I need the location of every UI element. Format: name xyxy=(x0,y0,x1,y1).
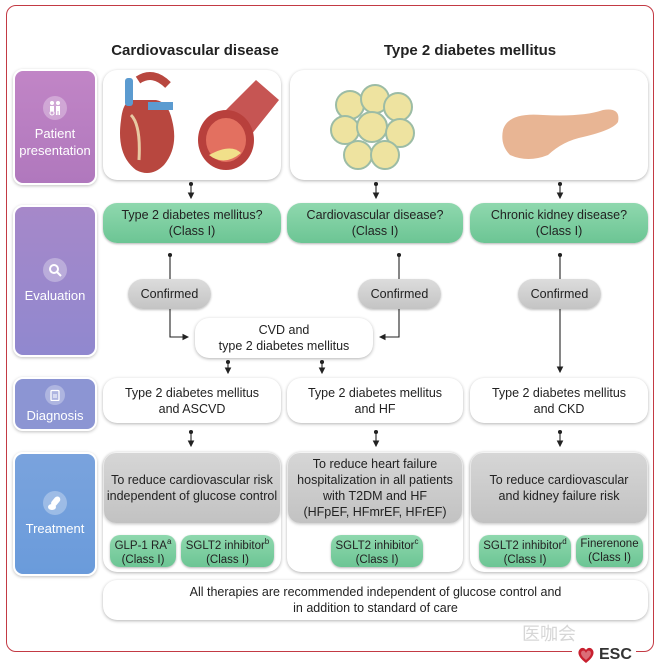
combined-cvd-t2dm-box: CVD and type 2 diabetes mellitus xyxy=(195,318,373,358)
therapy-name: Finerenone xyxy=(580,538,639,550)
combined-text: CVD and xyxy=(258,323,310,337)
recommendation-class: (Class I) xyxy=(588,552,631,564)
watermark: 医咖会 xyxy=(522,624,576,644)
goal-text: and kidney failure risk xyxy=(498,489,620,503)
goal-text: To reduce cardiovascular risk xyxy=(111,473,273,487)
goal-text: To reduce heart failure xyxy=(312,457,438,471)
question-text: Chronic kidney disease? xyxy=(490,208,628,222)
diagnosis-text: Type 2 diabetes mellitus xyxy=(124,385,260,400)
stage-label: Treatment xyxy=(25,521,85,536)
stage-label: Diagnosis xyxy=(26,407,84,423)
recommendation-class: (Class I) xyxy=(206,553,249,566)
evaluation-question-ckd: Chronic kidney disease? (Class I) xyxy=(470,203,648,243)
therapy-name: GLP-1 RAa xyxy=(114,537,172,552)
arrow-diagnosis-to-treatment-3 xyxy=(556,429,564,448)
arrow-presentation-to-eval-1 xyxy=(187,181,195,200)
goal-text: (HFpEF, HFmrEF, HFrEF) xyxy=(303,505,447,519)
stage-label: presentation xyxy=(19,142,91,158)
diagnosis-t2dm-hf: Type 2 diabetes mellitus and HF xyxy=(287,378,463,423)
stage-evaluation: Evaluation xyxy=(13,205,97,357)
esc-heart-icon xyxy=(578,647,594,663)
goal-text: hospitalization in all patients xyxy=(297,473,453,487)
diagnosis-text: and CKD xyxy=(533,401,585,416)
goal-text: with T2DM and HF xyxy=(323,489,427,503)
connector-cvd-confirmed xyxy=(378,252,402,341)
column-title-t2dm: Type 2 diabetes mellitus xyxy=(383,42,557,59)
connector-ckd-confirmed xyxy=(556,252,564,374)
diagnosis-text: Type 2 diabetes mellitus xyxy=(307,385,443,400)
t2dm-illustration-card xyxy=(290,70,648,180)
esc-logo: ESC xyxy=(572,645,636,665)
heart-illustration-icon xyxy=(120,72,175,174)
footer-text: All therapies are recommended independen… xyxy=(189,585,562,599)
arrow-diagnosis-to-treatment-1 xyxy=(187,429,195,448)
therapy-name: SGLT2 inhibitorb xyxy=(185,537,270,552)
footer-text: in addition to standard of care xyxy=(293,601,458,615)
confirmed-pill-ckd: Confirmed xyxy=(518,279,601,309)
footer-note: All therapies are recommended independen… xyxy=(103,580,648,620)
patient-caregiver-icon xyxy=(43,95,67,120)
treatment-goal-hf: To reduce heart failure hospitalization … xyxy=(288,453,462,523)
arrow-presentation-to-eval-2 xyxy=(372,181,380,200)
confirmed-pill-t2dm: Confirmed xyxy=(128,279,211,309)
stage-diagnosis: Diagnosis xyxy=(13,377,97,431)
diagnosis-text: Type 2 diabetes mellitus xyxy=(491,385,627,400)
arrow-combined-to-ascvd xyxy=(224,359,232,375)
stage-label: Patient xyxy=(34,125,76,141)
diagnosis-t2dm-ascvd: Type 2 diabetes mellitus and ASCVD xyxy=(103,378,281,423)
goal-text: To reduce cardiovascular xyxy=(489,473,629,487)
recommendation-class: (Class I) xyxy=(168,224,216,238)
therapy-name: SGLT2 inhibitord xyxy=(483,537,567,552)
therapy-finerenone: Finerenone (Class I) xyxy=(576,535,643,567)
therapy-sglt2-ckd: SGLT2 inhibitord (Class I) xyxy=(479,535,571,567)
adipocyte-cells-icon xyxy=(330,84,415,170)
goal-text: independent of glucose control xyxy=(106,489,278,503)
recommendation-class: (Class I) xyxy=(535,224,583,238)
pills-icon xyxy=(43,491,67,515)
esc-logo-text: ESC xyxy=(599,646,632,663)
stage-treatment: Treatment xyxy=(13,452,97,576)
therapy-name: SGLT2 inhibitorc xyxy=(335,537,419,552)
connector-t2dm-confirmed xyxy=(167,252,190,341)
question-text: Cardiovascular disease? xyxy=(306,208,444,222)
column-title-cvd: Cardiovascular disease xyxy=(111,42,279,59)
arrow-diagnosis-to-treatment-2 xyxy=(372,429,380,448)
arrow-combined-to-hf xyxy=(318,359,326,375)
recommendation-class: (Class I) xyxy=(503,553,547,566)
combined-text: type 2 diabetes mellitus xyxy=(218,339,350,353)
confirmed-pill-cvd: Confirmed xyxy=(358,279,441,309)
evaluation-question-t2dm: Type 2 diabetes mellitus? (Class I) xyxy=(103,203,281,243)
treatment-goal-ckd: To reduce cardiovascular and kidney fail… xyxy=(471,453,647,523)
treatment-goal-ascvd: To reduce cardiovascular risk independen… xyxy=(104,453,280,523)
arrow-presentation-to-eval-3 xyxy=(556,181,564,200)
recommendation-class: (Class I) xyxy=(355,553,399,566)
question-text: Type 2 diabetes mellitus? xyxy=(121,208,263,222)
pancreas-icon xyxy=(502,109,619,159)
evaluation-question-cvd: Cardiovascular disease? (Class I) xyxy=(287,203,463,243)
figure-frame xyxy=(6,5,654,652)
recommendation-class: (Class I) xyxy=(351,224,399,238)
therapy-glp1-ra: GLP-1 RAa (Class I) xyxy=(110,535,176,567)
diagnosis-text: and ASCVD xyxy=(158,401,226,416)
cvd-illustration-card xyxy=(103,70,281,180)
therapy-sglt2-hf: SGLT2 inhibitorc (Class I) xyxy=(331,535,423,567)
therapy-sglt2-ascvd: SGLT2 inhibitorb (Class I) xyxy=(181,535,274,567)
stage-patient-presentation: Patient presentation xyxy=(13,69,97,185)
diagnosis-text: and HF xyxy=(354,401,396,416)
stage-label: Evaluation xyxy=(24,288,86,303)
diagnosis-t2dm-ckd: Type 2 diabetes mellitus and CKD xyxy=(470,378,648,423)
recommendation-class: (Class I) xyxy=(121,553,165,566)
magnifier-icon xyxy=(43,258,67,282)
clipboard-icon xyxy=(45,384,65,405)
artery-illustration-icon xyxy=(198,80,279,170)
